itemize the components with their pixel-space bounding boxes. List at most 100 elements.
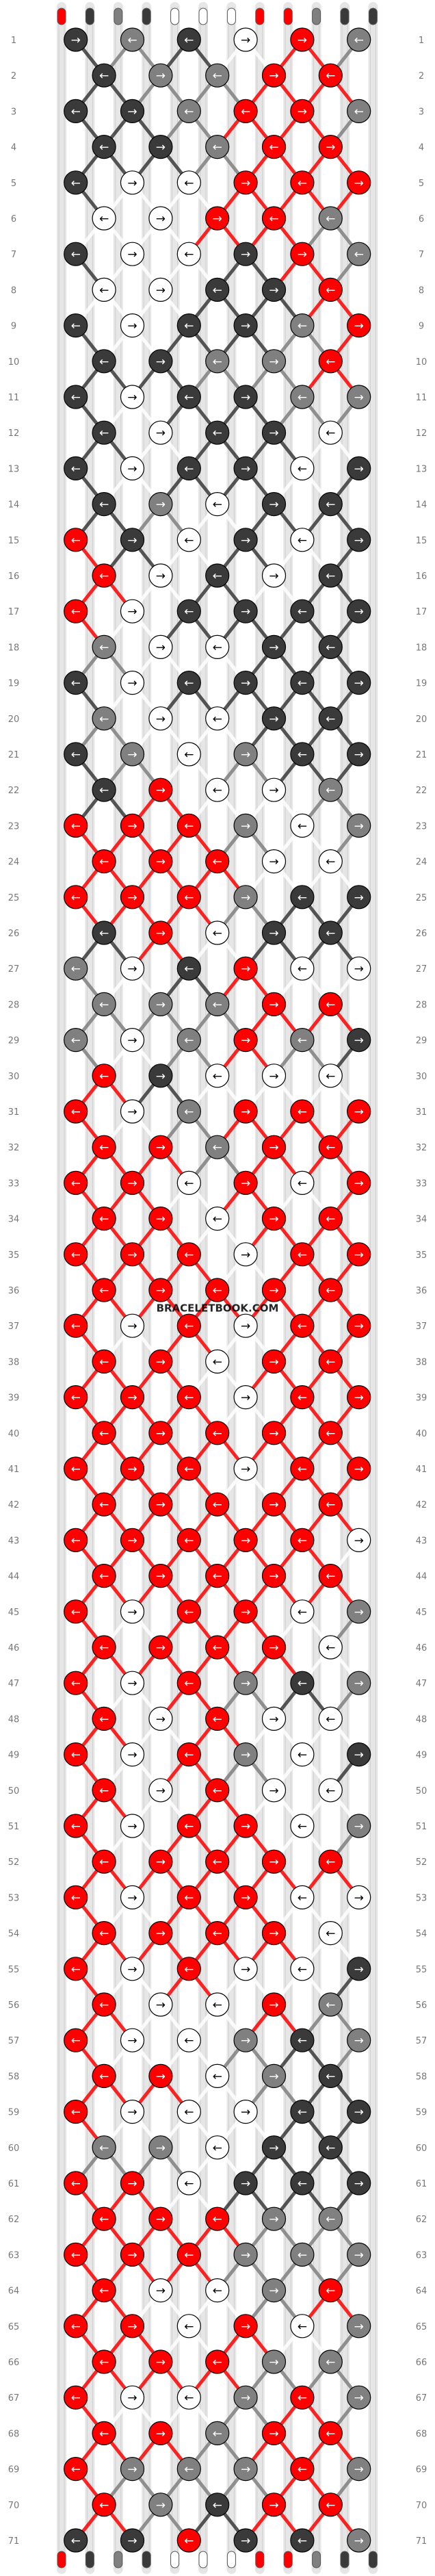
knot-circle	[261, 1921, 287, 1946]
knot-circle	[290, 2314, 315, 2339]
knot-circle	[205, 563, 230, 588]
row-label-left: 17	[8, 607, 20, 617]
knot-direction-arrow: →	[127, 391, 137, 404]
strand-end-stub	[198, 2551, 208, 2568]
knot-direction-arrow: ←	[298, 2106, 307, 2120]
knot-direction-arrow: →	[269, 855, 278, 869]
row-label-right: 6	[419, 214, 424, 224]
strand-start-stub	[57, 8, 66, 25]
knot-circle	[176, 2242, 201, 2267]
knot-circle	[92, 2135, 116, 2160]
knot: ←	[318, 1778, 343, 1803]
knot-circle	[64, 1242, 88, 1267]
knot: ←	[64, 1814, 88, 1838]
knot: ←	[64, 1528, 88, 1552]
knot: ←	[92, 1421, 116, 1445]
knot: →	[120, 1957, 145, 1981]
row-label-right: 43	[416, 1536, 427, 1546]
knot: ←	[290, 385, 315, 409]
knot-circle	[290, 456, 315, 481]
row-label-right: 17	[416, 607, 427, 617]
knot: →	[347, 2171, 371, 2195]
knot-direction-arrow: ←	[213, 569, 222, 583]
knot-circle	[347, 599, 371, 623]
knot-direction-arrow: ←	[298, 677, 307, 691]
knot-circle	[64, 242, 88, 266]
knot: ←	[290, 456, 315, 481]
row-label-right: 8	[419, 285, 424, 296]
knot: →	[148, 2349, 173, 2374]
row-label-left: 7	[11, 250, 16, 260]
row-label-left: 27	[8, 964, 20, 975]
knot-direction-arrow: ←	[269, 141, 278, 155]
row-label-left: 60	[8, 2143, 20, 2154]
knot-circle	[120, 2028, 145, 2052]
knot-circle	[318, 1992, 343, 2017]
knot-direction-arrow: ←	[71, 1176, 81, 1190]
knot: ←	[318, 777, 343, 802]
row-label-right: 11	[416, 393, 427, 403]
knot-direction-arrow: ←	[99, 569, 109, 583]
knot: →	[347, 456, 371, 481]
knot-circle	[233, 456, 258, 481]
knot: ←	[205, 1492, 230, 1517]
knot-direction-arrow: →	[127, 605, 137, 619]
knot-direction-arrow: →	[241, 2534, 250, 2548]
knot-circle	[148, 135, 173, 159]
knot-circle	[290, 1528, 315, 1552]
knot-circle	[261, 2063, 287, 2088]
knot-circle	[347, 1170, 371, 1196]
knot-circle	[290, 1456, 315, 1481]
knot-circle	[148, 1564, 173, 1588]
knot: ←	[64, 1599, 88, 1624]
knot-circle	[148, 2063, 173, 2088]
knot-direction-arrow: →	[156, 212, 166, 226]
knot-direction-arrow: →	[241, 891, 250, 905]
knot-direction-arrow: →	[127, 462, 137, 476]
knot-direction-arrow: ←	[71, 605, 81, 619]
knot: ←	[64, 956, 88, 981]
knot-circle	[261, 992, 287, 1017]
knot-circle	[64, 599, 88, 623]
knot-circle	[261, 1064, 287, 1088]
knot-circle	[120, 1528, 145, 1552]
knot-direction-arrow: →	[127, 1176, 137, 1190]
knot: ←	[205, 2421, 230, 2445]
row-label-left: 68	[8, 2429, 20, 2439]
knot-circle	[261, 1849, 287, 1874]
knot: ←	[92, 2135, 116, 2160]
knot-circle	[92, 1564, 116, 1588]
knot: ←	[318, 992, 343, 1017]
row-label-left: 55	[8, 1965, 20, 1975]
knot-direction-arrow: ←	[298, 605, 307, 619]
knot-circle	[120, 2100, 145, 2124]
knot-circle	[64, 1814, 88, 1838]
knot-direction-arrow: ←	[213, 426, 222, 440]
knot: ←	[290, 813, 315, 838]
knot-circle	[290, 813, 315, 838]
row-label-right: 24	[416, 858, 427, 868]
knot-circle	[205, 2421, 230, 2445]
knot-circle	[261, 1206, 287, 1231]
knot-circle	[205, 1706, 230, 1731]
knot-circle	[120, 2242, 145, 2267]
knot-direction-arrow: ←	[184, 605, 194, 619]
knot-direction-arrow: ←	[213, 355, 222, 369]
row-label-left: 28	[8, 1000, 20, 1010]
knot-circle	[92, 1849, 116, 1874]
knot: ←	[92, 849, 116, 874]
knot-circle	[64, 1885, 88, 1909]
knot-direction-arrow: ←	[99, 1427, 109, 1441]
knot-direction-arrow: →	[241, 462, 250, 476]
knot-circle	[318, 349, 343, 374]
knot-direction-arrow: ←	[99, 1213, 109, 1226]
knot: →	[261, 1706, 287, 1731]
knot-circle	[233, 2028, 258, 2052]
knot-direction-arrow: ←	[184, 105, 194, 118]
knot-circle	[176, 242, 201, 266]
